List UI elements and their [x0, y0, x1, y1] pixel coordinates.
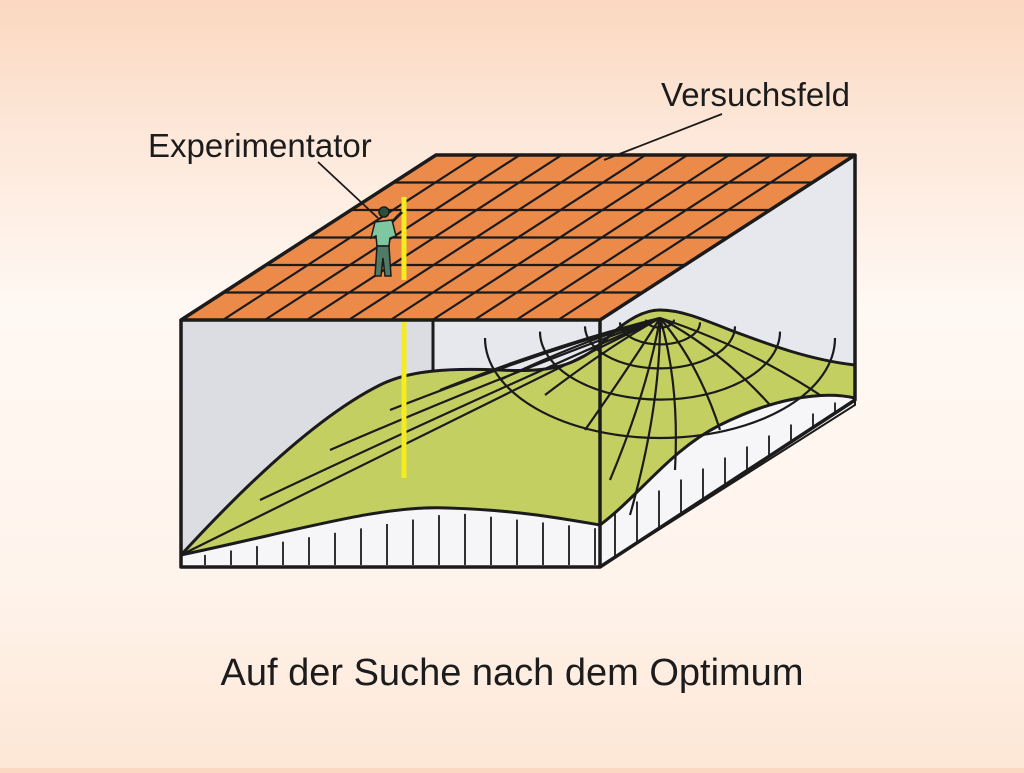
surface-radial-line — [659, 317, 722, 431]
surface-radial-line — [180, 317, 661, 556]
field-leader-line — [603, 113, 723, 161]
surface-radial-line — [659, 317, 771, 406]
response-surface — [179, 308, 857, 557]
response-surface-mesh — [180, 316, 837, 556]
surface-radial-line — [658, 317, 677, 471]
field-label: Versuchsfeld — [661, 76, 850, 113]
surface-contour — [483, 337, 837, 440]
surface-radial-line — [608, 317, 662, 481]
slab-column-lines — [204, 402, 836, 565]
experimenter-figure — [369, 206, 404, 277]
surface-radial-line — [544, 317, 661, 396]
experimenter-leader-line — [317, 161, 379, 219]
surface-radial-line — [259, 316, 661, 501]
slide-caption: Auf der Suche nach dem Optimum — [220, 652, 804, 694]
surface-radial-line — [499, 316, 661, 381]
experiment-grid-lines — [222, 154, 814, 321]
surface-radial-line — [628, 317, 662, 516]
surface-radial-line — [584, 317, 661, 431]
experimenter-label: Experimentator — [148, 127, 372, 164]
surface-radial-line — [659, 316, 821, 396]
